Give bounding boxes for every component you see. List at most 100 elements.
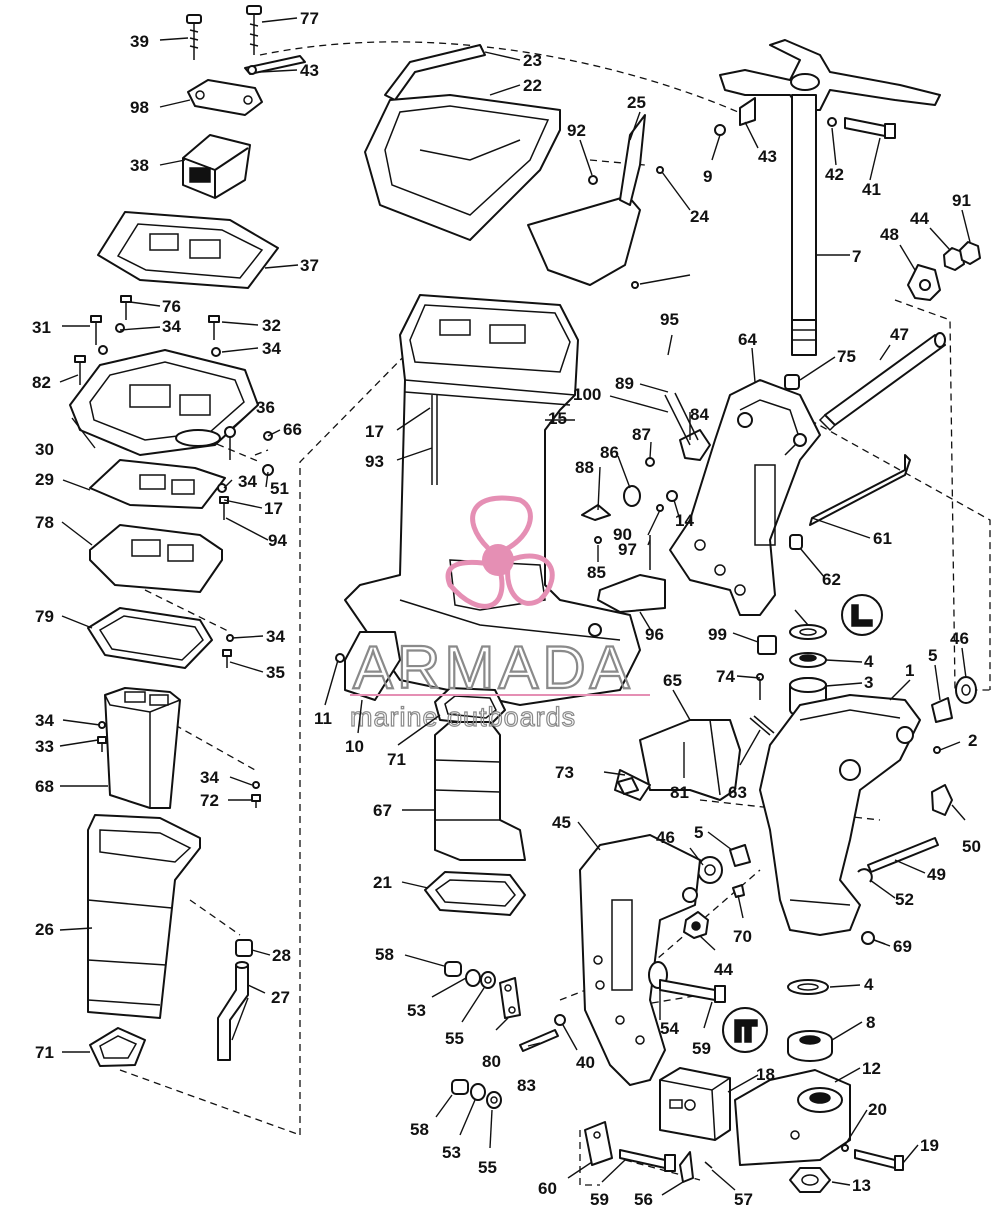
callout-32: 32: [262, 316, 281, 335]
callout-76: 76: [162, 297, 181, 316]
callout-4-bottom: 4: [864, 975, 874, 994]
seal-71-center: [434, 687, 506, 726]
plate-60: [584, 1121, 613, 1166]
callout-63: 63: [728, 783, 747, 802]
callout-30: 30: [35, 440, 54, 459]
stern-bracket-1: [759, 694, 941, 936]
callout-92: 92: [567, 121, 586, 140]
callout-93: 93: [365, 452, 384, 471]
callout-99: 99: [708, 625, 727, 644]
callout-34-d: 34: [266, 627, 285, 646]
cam-96: [594, 535, 666, 613]
callout-13: 13: [852, 1176, 871, 1195]
callout-74: 74: [716, 667, 735, 686]
callout-56: 56: [634, 1190, 653, 1209]
callout-33: 33: [35, 737, 54, 756]
lower-cowl-22: [364, 94, 561, 241]
callout-78: 78: [35, 513, 54, 532]
callout-96: 96: [645, 625, 664, 644]
callout-50: 50: [962, 837, 981, 856]
callout-20: 20: [868, 1100, 887, 1119]
callout-23: 23: [523, 51, 542, 70]
callout-18: 18: [756, 1065, 775, 1084]
bushing-50: [931, 784, 953, 816]
callout-17-a: 17: [365, 422, 384, 441]
callout-numbers: 39 77 43 98 38 23 22 92 25 24 9 43 42 41…: [32, 9, 981, 1209]
callout-55-lower: 55: [478, 1158, 497, 1177]
callout-57: 57: [734, 1190, 753, 1209]
callout-67: 67: [373, 801, 392, 820]
pivot-lever-84-86-88: [581, 392, 711, 521]
callout-82: 82: [32, 373, 51, 392]
callout-61: 61: [873, 529, 892, 548]
callout-34-c: 34: [238, 472, 257, 491]
callout-100: 100: [573, 385, 601, 404]
callout-86: 86: [600, 443, 619, 462]
callout-46-left: 46: [656, 828, 675, 847]
spring-63: [749, 715, 775, 736]
swivel-bracket-64: [669, 379, 821, 616]
propeller-logo: [445, 495, 555, 609]
callout-8: 8: [866, 1013, 875, 1032]
block-18: [659, 1067, 731, 1141]
exhaust-tube-67: [434, 721, 526, 861]
bolt-39: [186, 14, 202, 60]
callout-54: 54: [660, 1019, 679, 1038]
callout-85: 85: [587, 563, 606, 582]
callout-44-lower: 44: [714, 960, 733, 979]
seal-8: [787, 1030, 833, 1062]
seal-71-left: [89, 1027, 146, 1067]
callout-34-f: 34: [200, 768, 219, 787]
callout-62: 62: [822, 570, 841, 589]
hose-28-27: [217, 939, 253, 1061]
washer-4-bottom: [787, 979, 829, 995]
callout-36: 36: [256, 398, 275, 417]
callout-5-right: 5: [928, 646, 937, 665]
callout-59-lower: 59: [590, 1190, 609, 1209]
callout-48: 48: [880, 225, 899, 244]
gear-housing-12: [734, 1069, 851, 1166]
callout-45: 45: [552, 813, 571, 832]
callout-83: 83: [517, 1076, 536, 1095]
stern-bracket-45: [579, 834, 709, 1086]
callout-77: 77: [300, 9, 319, 28]
callout-70: 70: [733, 927, 752, 946]
gasket-21: [424, 871, 526, 916]
callout-66: 66: [283, 420, 302, 439]
callout-71-left: 71: [35, 1043, 54, 1062]
armada-watermark: ARMADA marine outboards: [349, 495, 650, 733]
callout-39: 39: [130, 32, 149, 51]
callout-21: 21: [373, 873, 392, 892]
bracket-65-81: [614, 719, 741, 801]
tilt-pin-49-52: [857, 837, 939, 883]
grease-icon-top: [841, 594, 883, 636]
steering-arm-7: [719, 39, 941, 356]
callout-75: 75: [837, 347, 856, 366]
callout-29: 29: [35, 470, 54, 489]
callout-81: 81: [670, 783, 689, 802]
module-38: [182, 134, 251, 199]
callout-17-b: 17: [264, 499, 283, 518]
callout-41: 41: [862, 180, 881, 199]
callout-55-upper: 55: [445, 1029, 464, 1048]
bolt-59-lower: [619, 1149, 676, 1172]
callout-24: 24: [690, 207, 709, 226]
bushing-5-46-right: [931, 676, 977, 723]
callout-60: 60: [538, 1179, 557, 1198]
gasket-79: [87, 607, 213, 669]
callout-71-center: 71: [387, 750, 406, 769]
callout-97: 97: [618, 540, 637, 559]
callout-91: 91: [952, 191, 971, 210]
callout-43-right: 43: [758, 147, 777, 166]
callout-49: 49: [927, 865, 946, 884]
callout-leaders: [59, 17, 971, 1196]
pin-40-83: [519, 1014, 566, 1052]
callout-4-top: 4: [864, 652, 874, 671]
bracket-98: [187, 79, 263, 116]
callout-1: 1: [905, 661, 914, 680]
grease-icon-bottom: [722, 1007, 768, 1053]
callout-51: 51: [270, 479, 289, 498]
callout-35: 35: [266, 663, 285, 682]
tube-68: [97, 687, 261, 809]
exhaust-housing-26: [87, 814, 201, 1019]
